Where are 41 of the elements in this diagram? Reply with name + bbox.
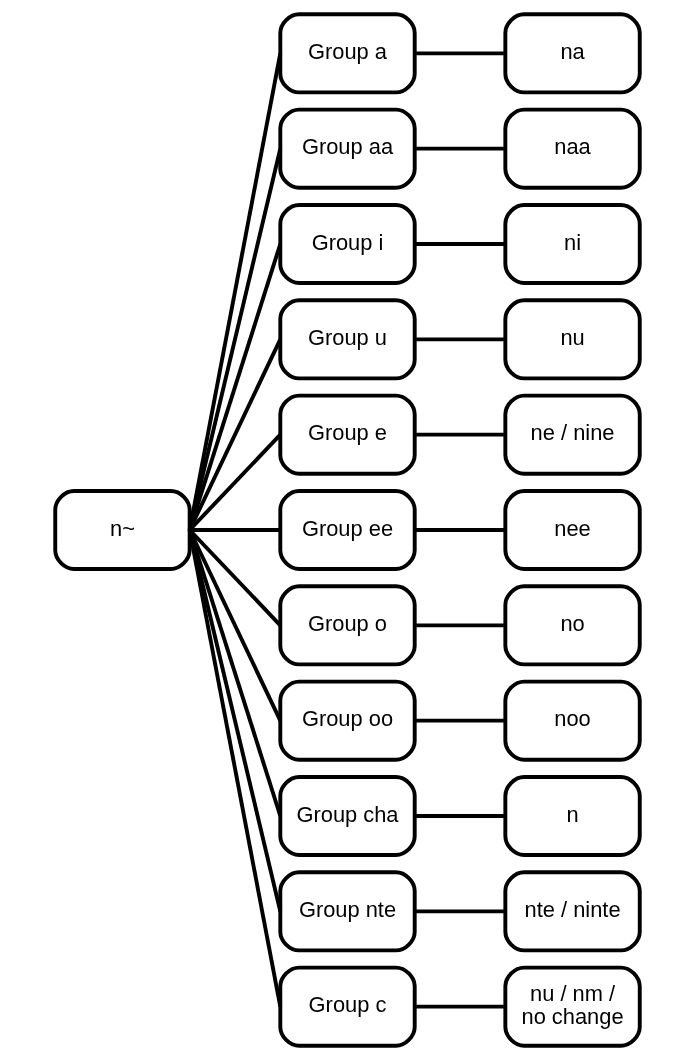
node-box: Group c: [277, 965, 417, 1048]
connector: [414, 146, 505, 151]
connector: [414, 909, 505, 914]
connector: [187, 243, 282, 531]
node-box: n: [502, 774, 642, 858]
node-box: nte / ninte: [502, 870, 642, 953]
connector: [414, 432, 505, 437]
connector: [187, 529, 282, 817]
node-box: nee: [502, 488, 642, 572]
connector: [187, 148, 282, 531]
connector: [187, 529, 282, 912]
node-box: Group u: [277, 298, 417, 381]
connector: [414, 242, 505, 246]
node-box: Group i: [277, 202, 417, 286]
connector: [414, 718, 505, 723]
connector: [414, 528, 505, 532]
node-box: Group cha: [277, 774, 417, 858]
node-box: Group ee: [277, 488, 417, 572]
node-box: Group aa: [277, 107, 417, 190]
node-box: nu / nm / no change: [502, 965, 642, 1048]
connector: [189, 528, 280, 532]
node-box: Group a: [277, 12, 417, 95]
connector: [187, 529, 282, 1008]
connector: [414, 1004, 505, 1009]
node-box: no: [502, 584, 642, 667]
node-box: nu: [502, 298, 642, 381]
node-box: Group e: [277, 393, 417, 476]
connector: [414, 51, 505, 56]
node-box: Group nte: [277, 870, 417, 953]
node-box: na: [502, 12, 642, 95]
connector: [187, 52, 282, 531]
connector: [414, 623, 505, 628]
node-box: Group o: [277, 584, 417, 667]
connector: [414, 337, 505, 342]
node-box: noo: [502, 679, 642, 762]
connector: [414, 814, 505, 818]
node-box: n~: [52, 488, 192, 572]
node-box: ni: [502, 202, 642, 286]
node-box: Group oo: [277, 679, 417, 762]
node-box: ne / nine: [502, 393, 642, 476]
node-box: naa: [502, 107, 642, 190]
